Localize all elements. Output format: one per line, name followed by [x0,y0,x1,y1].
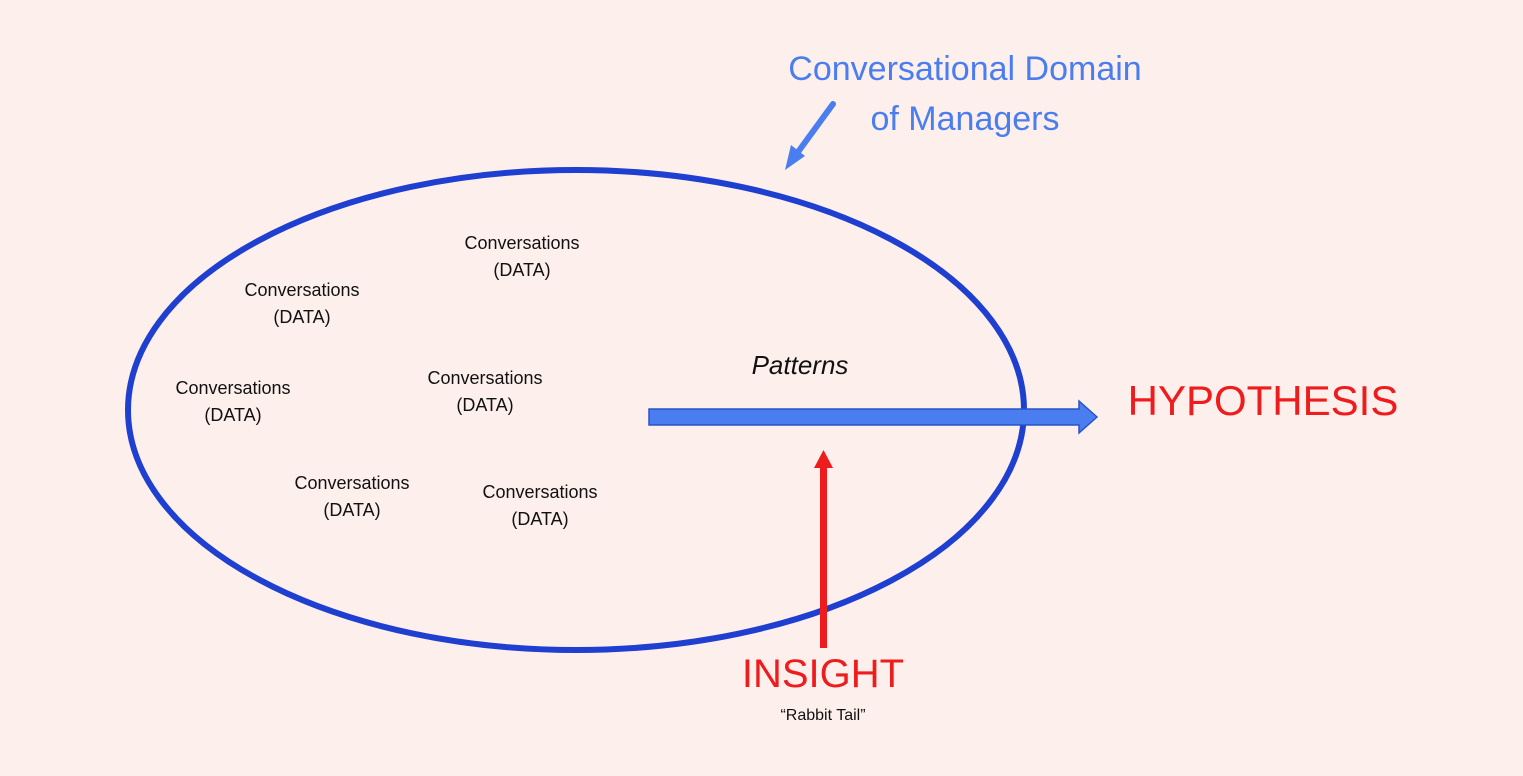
domain-title: Conversational Domain of Managers [700,44,1230,144]
conversation-node: Conversations (DATA) [242,470,462,524]
conversation-sub: (DATA) [273,307,331,327]
conversation-sub: (DATA) [323,500,381,520]
conversation-label: Conversations [294,473,410,493]
conversation-node: Conversations (DATA) [375,365,595,419]
conversation-label: Conversations [427,368,543,388]
hypothesis-label: HYPOTHESIS [1127,377,1399,424]
conversation-node: Conversations (DATA) [412,230,632,284]
conversation-label: Conversations [482,482,598,502]
arrow-right-icon [648,399,1099,435]
conversation-label: Conversations [464,233,580,253]
rabbit-tail-label: “Rabbit Tail” [780,707,866,724]
patterns-label: Patterns [751,350,849,380]
domain-title-line-1: Conversational Domain [788,50,1142,88]
conversation-node: Conversations (DATA) [430,479,650,533]
conversation-label: Conversations [244,280,360,300]
insight-label: INSIGHT [741,652,905,696]
conversation-sub: (DATA) [511,509,569,529]
conversation-label: Conversations [175,378,291,398]
conversation-sub: (DATA) [204,405,262,425]
conversation-sub: (DATA) [456,395,514,415]
domain-title-line-2: of Managers [870,100,1060,138]
arrow-down-left-icon [785,101,836,170]
conversation-sub: (DATA) [493,260,551,280]
conversation-node: Conversations (DATA) [192,277,412,331]
arrow-up-icon [814,450,833,648]
conversation-node: Conversations (DATA) [123,375,343,429]
